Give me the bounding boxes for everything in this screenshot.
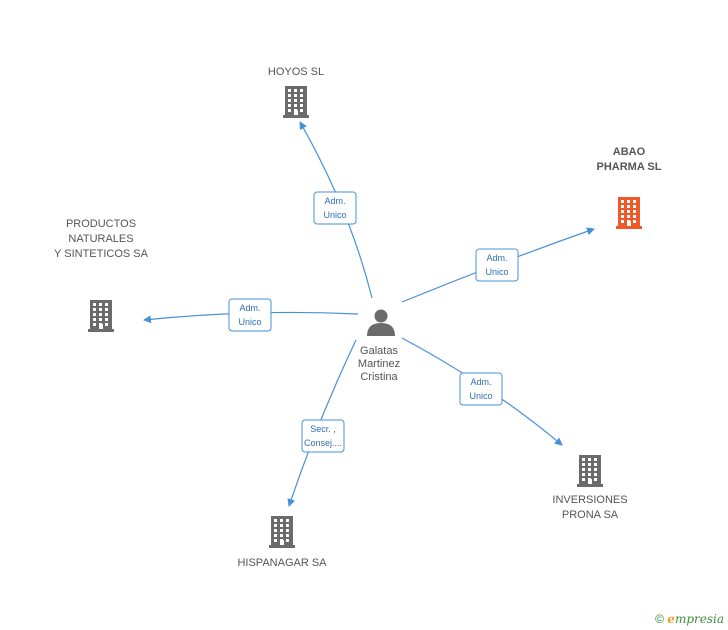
edge-label-text: Unico bbox=[323, 210, 346, 220]
edge-label-text: Unico bbox=[485, 267, 508, 277]
person-name[interactable]: Cristina bbox=[360, 371, 398, 383]
company-name[interactable]: INVERSIONES bbox=[552, 494, 627, 506]
company-node-hispanagar[interactable]: HISPANAGAR SA bbox=[237, 516, 327, 569]
person-name[interactable]: Galatas bbox=[360, 345, 398, 357]
company-name[interactable]: HOYOS SL bbox=[268, 66, 324, 78]
edge-label-box[interactable] bbox=[228, 298, 272, 332]
brand-logo-rest: mpresia bbox=[674, 612, 724, 626]
edge-label-box[interactable] bbox=[459, 372, 503, 406]
edge-label-hispanagar[interactable]: Secr. , Consej.... bbox=[301, 419, 345, 453]
company-node-inversiones[interactable]: INVERSIONES PRONA SA bbox=[552, 455, 628, 521]
edge-label-text: Secr. , bbox=[310, 424, 336, 434]
edge-label-hoyos[interactable]: Adm. Unico bbox=[313, 191, 357, 225]
company-name[interactable]: Y SINTETICOS SA bbox=[54, 248, 149, 260]
edge-label-text: Unico bbox=[469, 391, 492, 401]
building-icon bbox=[88, 300, 114, 332]
brand-footer: © empresia bbox=[655, 612, 724, 626]
building-icon bbox=[616, 197, 642, 229]
building-icon bbox=[577, 455, 603, 487]
brand-logo-e: e bbox=[667, 612, 675, 626]
company-name[interactable]: PHARMA SL bbox=[597, 161, 662, 173]
edge-label-box[interactable] bbox=[301, 419, 345, 453]
edge-label-box[interactable] bbox=[313, 191, 357, 225]
company-name[interactable]: PRODUCTOS bbox=[66, 218, 136, 230]
company-node-hoyos[interactable]: HOYOS SL bbox=[268, 66, 324, 118]
edge-label-text: Adm. bbox=[470, 377, 491, 387]
person-name[interactable]: Martinez bbox=[358, 358, 400, 370]
edge-label-text: Adm. bbox=[486, 253, 507, 263]
building-icon bbox=[269, 516, 295, 548]
building-icon bbox=[283, 86, 309, 118]
edge-label-inversiones[interactable]: Adm. Unico bbox=[459, 372, 503, 406]
edge-label-abao[interactable]: Adm. Unico bbox=[475, 248, 519, 282]
company-name[interactable]: PRONA SA bbox=[562, 509, 619, 521]
edge-label-box[interactable] bbox=[475, 248, 519, 282]
person-icon bbox=[367, 309, 395, 336]
edge-label-text: Consej.... bbox=[304, 438, 342, 448]
company-name[interactable]: ABAO bbox=[613, 146, 646, 158]
company-node-abao[interactable]: ABAO PHARMA SL bbox=[597, 146, 662, 229]
company-name[interactable]: NATURALES bbox=[68, 233, 133, 245]
edge-label-productos[interactable]: Adm. Unico bbox=[228, 298, 272, 332]
edge-label-text: Unico bbox=[238, 317, 261, 327]
edge-label-text: Adm. bbox=[239, 303, 260, 313]
copyright-symbol: © bbox=[655, 612, 664, 626]
company-name[interactable]: HISPANAGAR SA bbox=[237, 557, 327, 569]
company-node-productos[interactable]: PRODUCTOS NATURALES Y SINTETICOS SA bbox=[54, 218, 149, 332]
edge-label-text: Adm. bbox=[324, 196, 345, 206]
